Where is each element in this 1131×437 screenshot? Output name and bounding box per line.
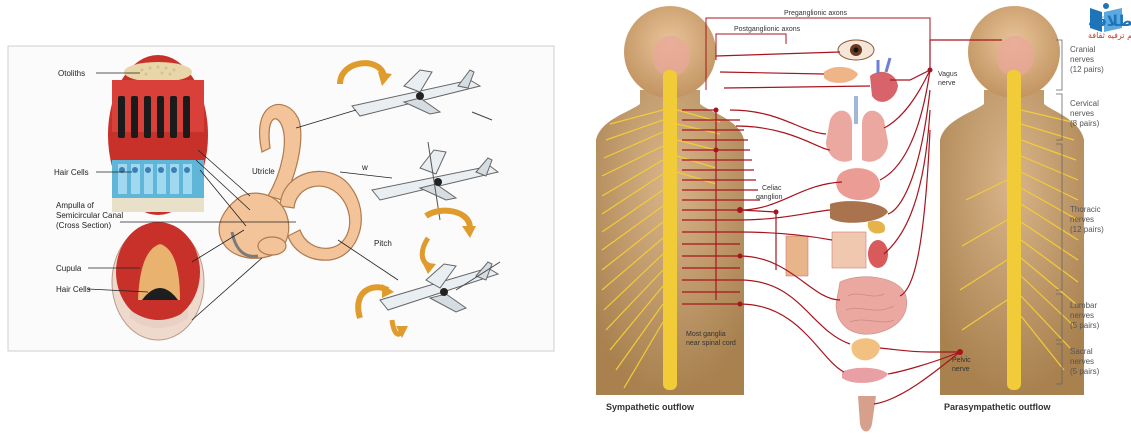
label-vagus-nerve-line2: nerve xyxy=(938,80,956,87)
label-utricle: Utricle xyxy=(252,167,275,176)
nerve-group-sacral-pairs: (5 pairs) xyxy=(1070,367,1100,376)
label-hair-cells-top: Hair Cells xyxy=(54,168,89,177)
label-most-ganglia-line2: near spinal cord xyxy=(686,340,736,347)
salivary-gland-organ xyxy=(824,67,858,83)
label-pelvic-nerve-line2: nerve xyxy=(952,366,970,373)
label-pitch: Pitch xyxy=(374,239,392,248)
nerve-group-sacral-name: Sacral xyxy=(1070,347,1093,356)
nerve-group-thoracic-pairs: (12 pairs) xyxy=(1070,225,1104,234)
adrenal-kidney-organ xyxy=(786,236,808,276)
label-ampulla-line3: (Cross Section) xyxy=(56,221,111,230)
label-ampulla-line2: Semicircular Canal xyxy=(56,211,123,220)
lungs-organ xyxy=(826,111,852,162)
nerve-group-cervical-pairs: (8 pairs) xyxy=(1070,119,1100,128)
nerve-group-lumbar-nerves: nerves xyxy=(1070,311,1094,320)
label-most-ganglia-line1: Most ganglia xyxy=(686,331,726,338)
logo-arabic-title: انطلاقة xyxy=(1088,12,1131,30)
genitalia-organ xyxy=(858,396,876,432)
label-pelvic-nerve-line1: Pelvic xyxy=(952,357,971,364)
label-parasympathetic-outflow: Parasympathetic outflow xyxy=(944,402,1052,412)
label-sympathetic-outflow: Sympathetic outflow xyxy=(606,402,695,412)
heart-vessels-organ xyxy=(870,72,898,102)
autonomic-nervous-system-diagram: Preganglionic axons Postganglionic axons… xyxy=(596,6,1104,432)
logo-arabic-subtitle: تعليم ترفيه ثقافة xyxy=(1088,31,1131,40)
nerve-group-cranial-name: Cranial xyxy=(1070,45,1096,54)
nerve-group-cervical-nerves: nerves xyxy=(1070,109,1094,118)
site-logo: انطلاقة تعليم ترفيه ثقافة xyxy=(1088,3,1131,40)
pancreas-organ xyxy=(868,221,885,234)
intestines-organ xyxy=(836,277,907,334)
nerve-group-lumbar-name: Lumbar xyxy=(1070,301,1097,310)
nerve-group-lumbar-pairs: (5 pairs) xyxy=(1070,321,1100,330)
reproductive-organ xyxy=(842,368,888,383)
nerve-group-labels: Cranial nerves (12 pairs) Cervical nerve… xyxy=(1070,45,1104,376)
label-preganglionic-axons: Preganglionic axons xyxy=(784,10,848,17)
label-ampulla-line1: Ampulla of xyxy=(56,201,95,210)
label-yaw: w xyxy=(361,163,368,172)
label-celiac-ganglion-line1: Celiac xyxy=(762,185,782,192)
label-otoliths: Otoliths xyxy=(58,69,85,78)
otolith-organ-illustration xyxy=(108,55,208,215)
nerve-group-sacral-nerves: nerves xyxy=(1070,357,1094,366)
label-cupula: Cupula xyxy=(56,264,82,273)
nerve-group-cranial-pairs: (12 pairs) xyxy=(1070,65,1104,74)
nerve-group-thoracic-name: Thoracic xyxy=(1070,205,1101,214)
bladder-organ xyxy=(851,338,880,360)
liver-organ xyxy=(830,201,888,223)
vestibular-diagram: Otoliths Hair Cells Ampulla of Semicircu… xyxy=(8,46,554,351)
label-celiac-ganglion-line2: ganglion xyxy=(756,194,783,201)
label-hair-cells-bottom: Hair Cells xyxy=(56,285,91,294)
nerve-group-cranial-nerves: nerves xyxy=(1070,55,1094,64)
nerve-group-cervical-name: Cervical xyxy=(1070,99,1099,108)
stomach-organ xyxy=(836,168,880,200)
label-vagus-nerve-line1: Vagus xyxy=(938,71,958,78)
nerve-group-thoracic-nerves: nerves xyxy=(1070,215,1094,224)
label-postganglionic-axons: Postganglionic axons xyxy=(734,26,801,33)
